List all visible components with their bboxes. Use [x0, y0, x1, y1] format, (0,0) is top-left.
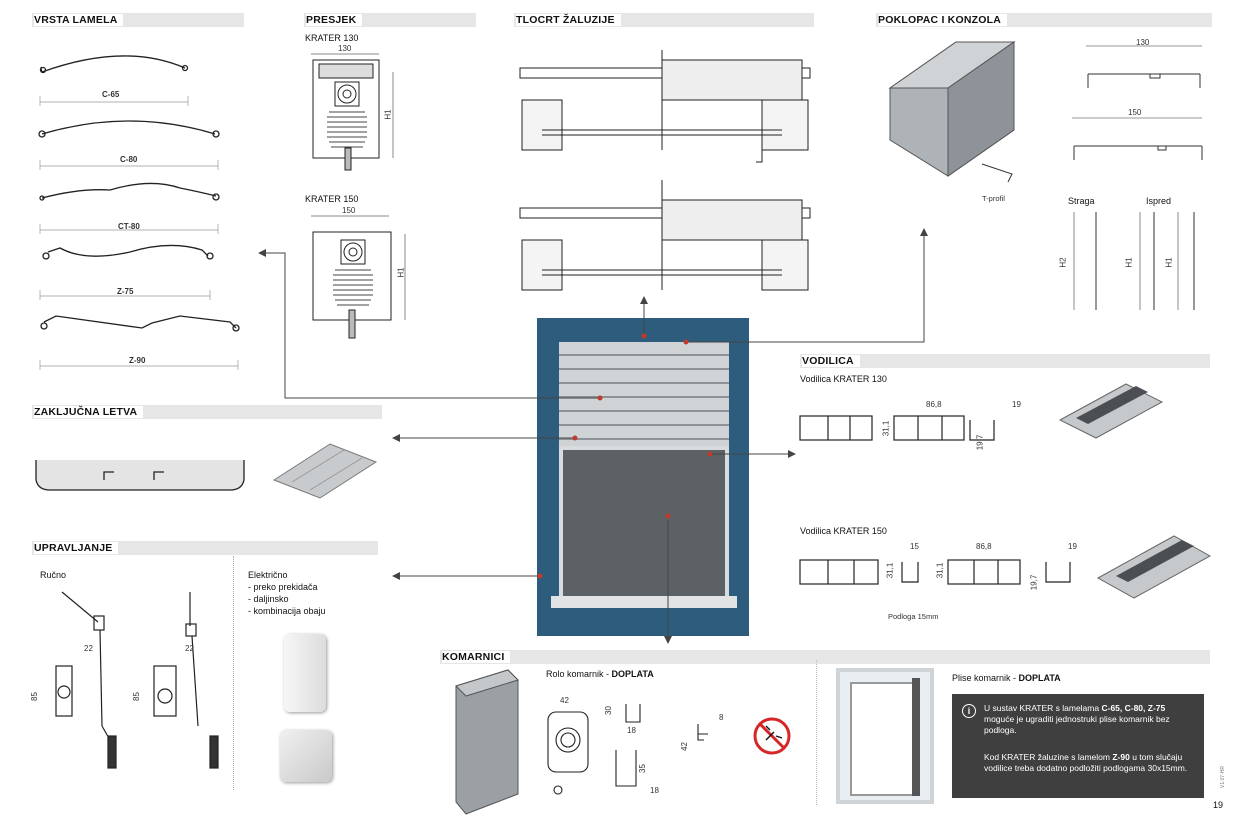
dim-130: 130: [338, 44, 352, 53]
guide-130-3d: [1058, 383, 1164, 439]
roll-dim-30: 30: [603, 706, 613, 715]
dim-85-left: 85: [29, 692, 39, 701]
guide-150-dim-868: 86,8: [976, 542, 992, 551]
manual-crank-drawing: [55, 591, 219, 769]
guide-150-drawings: [799, 559, 1071, 585]
straga-label: Straga: [1068, 196, 1095, 206]
podloga-label: Podloga 15mm: [888, 612, 939, 621]
dim-22-left: 22: [84, 644, 93, 653]
section-komarnici: KOMARNICI: [440, 650, 1210, 664]
dim-85-right: 85: [131, 692, 141, 701]
electric-label: Električno: [248, 570, 288, 580]
guide-150-label: Vodilica KRATER 150: [800, 526, 887, 536]
info-box: i U sustav KRATER s lamelama C-65, C-80,…: [952, 694, 1204, 798]
section-krater-130-label: KRATER 130: [305, 33, 359, 43]
roll-dim-42: 42: [560, 696, 569, 705]
page-number: 19: [1213, 800, 1224, 810]
guide-130-dim-19: 19: [1012, 400, 1021, 409]
krater-130-section-drawing: [311, 53, 394, 171]
roll-dim-18b: 18: [650, 786, 659, 795]
guide-130-dim-868: 86,8: [926, 400, 942, 409]
section-krater-150-label: KRATER 150: [305, 194, 359, 204]
info-paragraph-2: Kod KRATER žaluzine s lamelom Z-90 u tom…: [984, 752, 1188, 773]
h1-label-front: H1: [1164, 257, 1174, 268]
guide-150-dim-15: 15: [910, 542, 919, 551]
guide-150-dim-311b: 31,1: [935, 562, 945, 579]
wall-switch-image: [280, 730, 332, 782]
divider-control: [233, 556, 235, 790]
info-icon: i: [962, 704, 976, 718]
slat-label-c65: C-65: [102, 90, 120, 99]
section-upravljanje: UPRAVLJANJE: [32, 541, 378, 555]
guide-130-dim-311: 31,1: [881, 420, 891, 437]
section-zakljucna: ZAKLJUČNA LETVA: [32, 405, 382, 419]
plan-view-drawing: [519, 50, 811, 291]
plise-label: Plise komarnik - DOPLATA: [952, 673, 1061, 683]
guide-150-dim-197: 19,7: [1029, 574, 1039, 591]
section-presjek: PRESJEK: [304, 13, 476, 27]
section-vrsta-lamela: VRSTA LAMELA: [32, 13, 244, 27]
rolo-label: Rolo komarnik - DOPLATA: [546, 669, 654, 679]
section-poklopac: POKLOPAC I KONZOLA: [876, 13, 1212, 27]
bottom-rail-profile: [35, 460, 245, 491]
bracket-side-views: [1073, 212, 1195, 310]
h1-label-rear: H1: [1124, 257, 1134, 268]
h1-label-130: H1: [383, 109, 393, 120]
guide-150-dim-311a: 31,1: [885, 562, 895, 579]
roll-dim-8: 8: [719, 713, 724, 722]
side-code: V1.07-HR: [1219, 766, 1226, 788]
electric-option-2: - daljinsko: [248, 594, 289, 604]
section-tlocrt: TLOCRT ŽALUZIJE: [514, 13, 814, 27]
guide-130-dim-197: 19,7: [975, 434, 985, 451]
cover-dim-150: 150: [1128, 108, 1142, 117]
bottom-rail-3d: [272, 443, 378, 499]
roll-dim-42b: 42: [679, 742, 689, 751]
remote-control-image: [284, 634, 326, 712]
t-profil-label: T-profil: [982, 194, 1005, 203]
h2-label: H2: [1058, 257, 1068, 268]
guide-150-3d: [1096, 535, 1212, 599]
slat-label-ct80: CT-80: [118, 222, 140, 231]
electric-option-3: - kombinacija obaju: [248, 606, 326, 616]
slat-label-z75: Z-75: [117, 287, 134, 296]
guide-130-label: Vodilica KRATER 130: [800, 374, 887, 384]
cover-130-profile: [1086, 45, 1202, 88]
ispred-label: Ispred: [1146, 196, 1172, 206]
dim-150: 150: [342, 206, 356, 215]
manual-label: Ručno: [40, 570, 67, 580]
info-paragraph-1: U sustav KRATER s lamelama C-65, C-80, Z…: [984, 703, 1170, 735]
guide-150-dim-19: 19: [1068, 542, 1077, 551]
slat-label-c80: C-80: [120, 155, 138, 164]
cover-3d-drawing: [888, 41, 1016, 183]
section-vodilica: VODILICA: [800, 354, 1210, 368]
no-insects-icon: [753, 717, 791, 755]
roll-dim-35: 35: [637, 764, 647, 773]
electric-option-1: - preko prekidača: [248, 582, 318, 592]
plise-screen-image: [836, 668, 934, 804]
h1-label-150: H1: [396, 267, 406, 278]
roll-screen-3d: [455, 669, 519, 815]
slat-label-z90: Z-90: [129, 356, 146, 365]
cover-dim-130: 130: [1136, 38, 1150, 47]
slat-profiles-drawing: [38, 55, 240, 370]
dim-22-right: 22: [185, 644, 194, 653]
cover-150-profile: [1072, 117, 1203, 160]
roll-screen-drawings: [547, 704, 708, 795]
window-blind-photo: [537, 318, 749, 636]
divider-komarnici: [816, 660, 818, 805]
guide-130-drawings: [799, 415, 995, 441]
roll-dim-18a: 18: [627, 726, 636, 735]
